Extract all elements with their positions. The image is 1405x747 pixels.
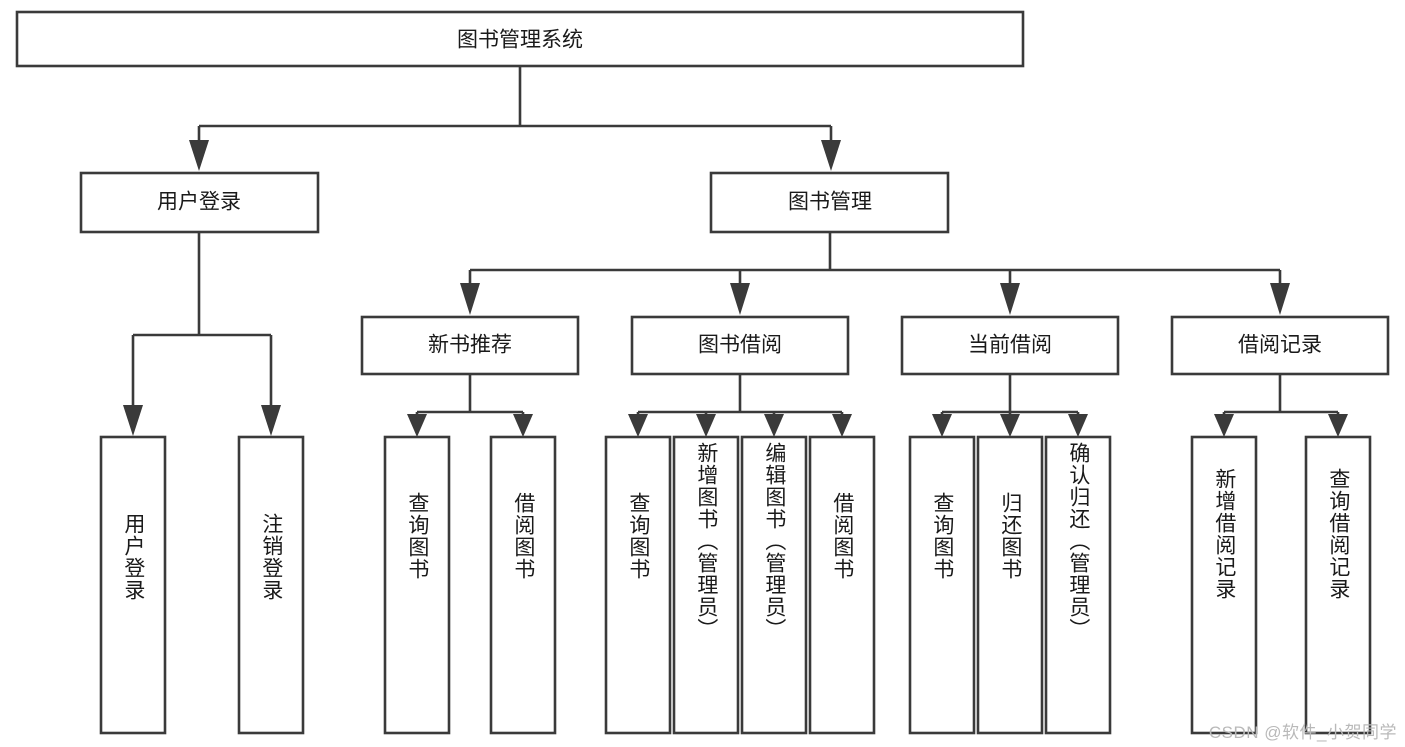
- leaf-box-borrow-book-1[interactable]: [489, 435, 557, 735]
- borrow-record-label: 借阅记录: [1238, 334, 1322, 357]
- arrowhead-to-book-borrow: [730, 283, 750, 315]
- arrowhead-bookborrow-leaf-2: [696, 414, 716, 437]
- leaf-box-add-book[interactable]: [672, 435, 740, 735]
- arrowhead-bookborrow-leaf-1: [628, 414, 648, 437]
- arrowhead-borrowrecord-leaf-1: [1214, 414, 1234, 437]
- book-management-label: 图书管理: [788, 191, 872, 214]
- arrowhead-currentborrow-leaf-1: [932, 414, 952, 437]
- node-new-book-recommend[interactable]: 新书推荐: [360, 315, 580, 376]
- leaf-box-add-record[interactable]: [1190, 435, 1258, 735]
- root-box[interactable]: [15, 10, 1025, 68]
- node-book-borrow[interactable]: 图书借阅: [630, 315, 850, 376]
- arrowhead-borrowrecord-leaf-2: [1328, 414, 1348, 437]
- book-management-box[interactable]: [709, 171, 950, 234]
- leaf-box-return-book[interactable]: [976, 435, 1044, 735]
- arrowhead-leaf-user-login: [123, 405, 143, 436]
- arrowhead-newbook-leaf-1: [407, 414, 427, 437]
- arrowhead-to-book-management: [821, 140, 841, 171]
- leaf-box-user-login[interactable]: [99, 435, 167, 735]
- node-root[interactable]: 图书管理系统: [15, 10, 1025, 68]
- arrowhead-currentborrow-leaf-3: [1068, 414, 1088, 437]
- leaf-box-query-book-2[interactable]: [604, 435, 672, 735]
- node-book-management[interactable]: 图书管理: [709, 171, 950, 234]
- new-book-recommend-box[interactable]: [360, 315, 580, 376]
- leaf-box-query-record[interactable]: [1304, 435, 1372, 735]
- arrowhead-to-current-borrow: [1000, 283, 1020, 315]
- new-book-recommend-label: 新书推荐: [428, 334, 512, 357]
- arrowhead-bookborrow-leaf-3: [764, 414, 784, 437]
- arrowhead-leaf-logout: [261, 405, 281, 436]
- user-login-label: 用户登录: [157, 191, 241, 214]
- current-borrow-label: 当前借阅: [968, 334, 1052, 357]
- node-user-login[interactable]: 用户登录: [79, 171, 320, 234]
- leaf-box-borrow-book-2[interactable]: [808, 435, 876, 735]
- arrowhead-to-borrow-record: [1270, 283, 1290, 315]
- current-borrow-box[interactable]: [900, 315, 1120, 376]
- node-borrow-record[interactable]: 借阅记录: [1170, 315, 1390, 376]
- node-current-borrow[interactable]: 当前借阅: [900, 315, 1120, 376]
- book-borrow-box[interactable]: [630, 315, 850, 376]
- arrowhead-bookborrow-leaf-4: [832, 414, 852, 437]
- book-borrow-label: 图书借阅: [698, 334, 782, 357]
- arrowhead-newbook-leaf-2: [513, 414, 533, 437]
- arrowhead-to-user-login: [189, 140, 209, 171]
- leaf-box-confirm-return[interactable]: [1044, 435, 1112, 735]
- watermark-text: CSDN @软件_小贺同学: [1208, 723, 1397, 742]
- arrowhead-to-new-book-recommend: [460, 283, 480, 315]
- leaf-box-query-book-3[interactable]: [908, 435, 976, 735]
- root-label: 图书管理系统: [457, 29, 583, 52]
- arrowhead-currentborrow-leaf-2: [1000, 414, 1020, 437]
- leaf-box-edit-book[interactable]: [740, 435, 808, 735]
- borrow-record-box[interactable]: [1170, 315, 1390, 376]
- leaf-box-logout[interactable]: [237, 435, 305, 735]
- leaf-box-query-book-1[interactable]: [383, 435, 451, 735]
